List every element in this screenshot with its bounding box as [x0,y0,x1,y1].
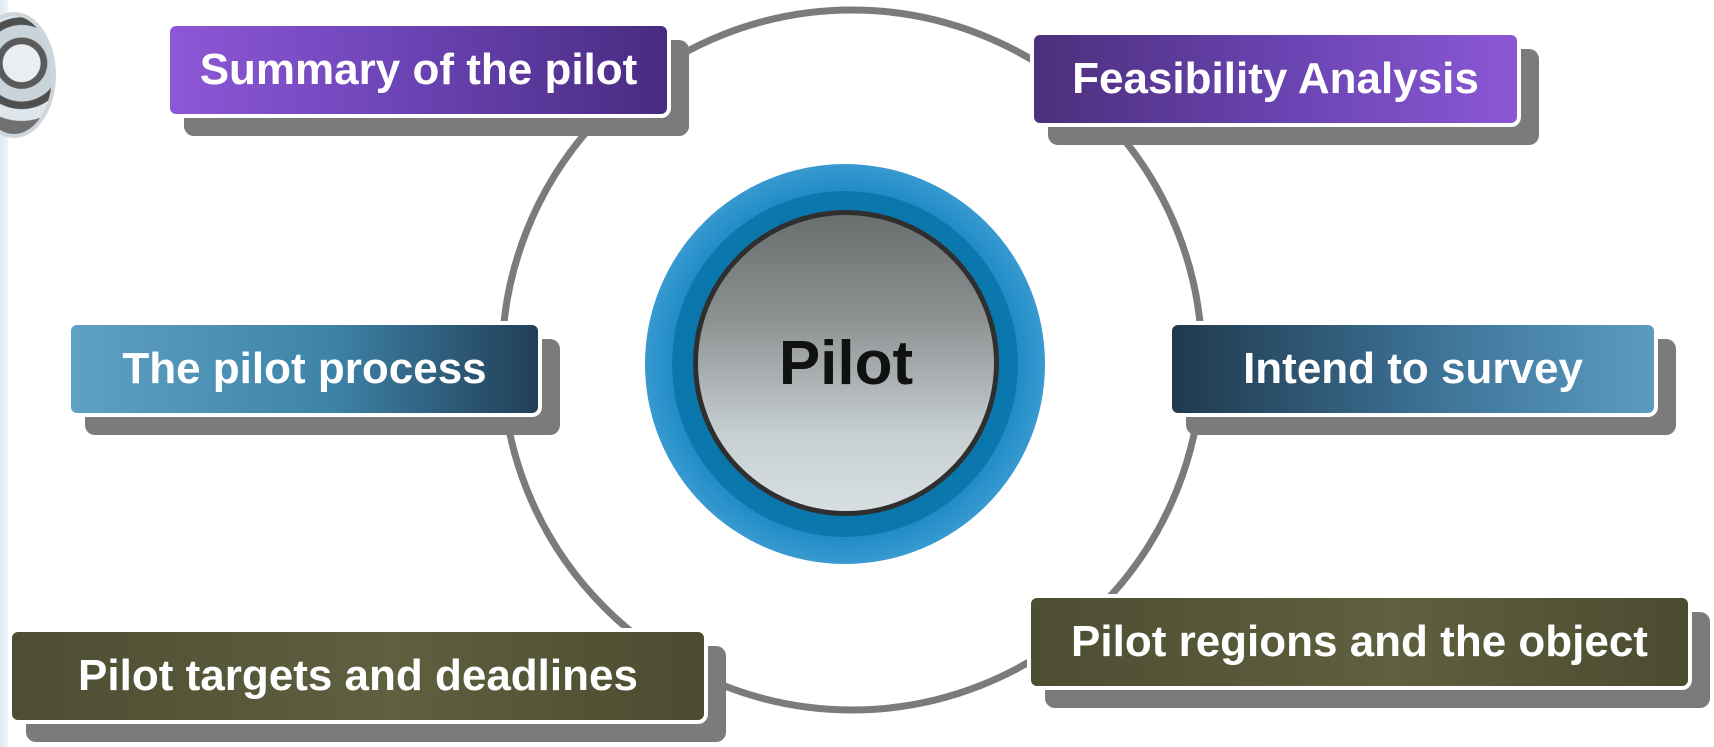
center-node: Pilot [693,210,999,516]
node-process-face: The pilot process [67,321,542,417]
left-edge-strip [0,0,8,747]
node-targets-label: Pilot targets and deadlines [78,651,638,700]
node-regions-label: Pilot regions and the object [1071,617,1648,666]
node-regions-face: Pilot regions and the object [1027,594,1692,690]
node-survey: Intend to survey [1168,321,1676,435]
node-survey-face: Intend to survey [1168,321,1658,417]
node-feasibility-label: Feasibility Analysis [1072,54,1479,103]
center-label: Pilot [778,328,914,398]
node-feasibility: Feasibility Analysis [1030,31,1539,145]
node-feasibility-face: Feasibility Analysis [1030,31,1521,127]
node-survey-label: Intend to survey [1243,344,1583,393]
node-regions: Pilot regions and the object [1027,594,1710,708]
node-targets: Pilot targets and deadlines [8,628,726,742]
node-summary: Summary of the pilot [166,22,689,136]
node-summary-face: Summary of the pilot [166,22,671,118]
node-process-label: The pilot process [122,344,487,393]
node-summary-label: Summary of the pilot [199,45,638,94]
node-process: The pilot process [67,321,560,435]
node-targets-face: Pilot targets and deadlines [8,628,708,724]
